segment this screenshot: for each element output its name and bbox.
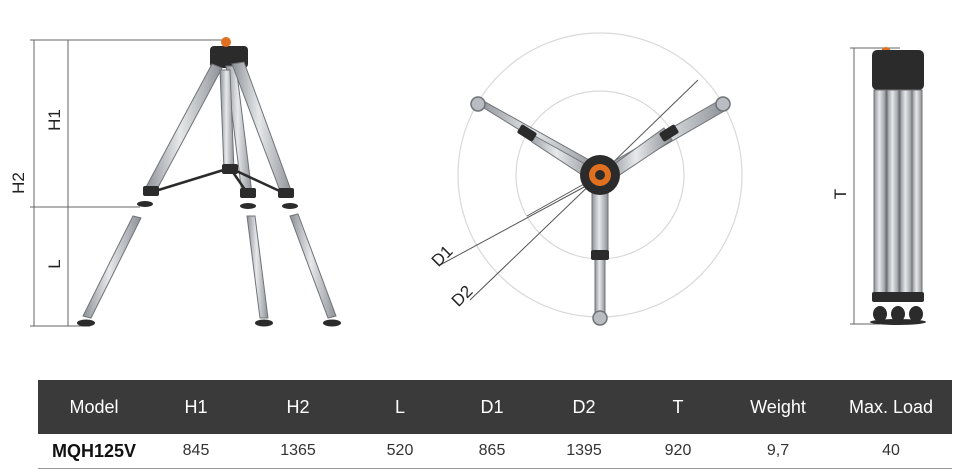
cell-h1: 845	[150, 434, 242, 469]
d2-label: D2	[448, 282, 477, 311]
top-view-tripod: D1 D2	[428, 32, 743, 326]
header-max-load: Max. Load	[830, 380, 952, 434]
folded-feet	[870, 306, 926, 325]
leg-spreader	[151, 166, 287, 196]
upper-legs	[144, 61, 293, 197]
diameter-leaders	[439, 79, 699, 301]
cell-model: MQH125V	[38, 434, 150, 469]
spec-table: Model H1 H2 L D1 D2 T Weight Max. Load M…	[38, 380, 952, 469]
cell-max-load: 40	[830, 434, 952, 469]
h1-label: H1	[45, 109, 64, 131]
l-label: L	[45, 259, 64, 268]
top-view-feet	[470, 96, 731, 326]
header-t: T	[630, 380, 726, 434]
header-d1: D1	[446, 380, 538, 434]
tripod-diagram: H2 H1 L	[9, 32, 926, 327]
cell-d1: 865	[446, 434, 538, 469]
cell-weight: 9,7	[726, 434, 830, 469]
table-row: MQH125V 845 1365 520 865 1395 920 9,7 40	[38, 434, 952, 469]
lower-legs	[82, 213, 337, 319]
cell-t: 920	[630, 434, 726, 469]
header-l: L	[354, 380, 446, 434]
top-view-clamps	[517, 124, 679, 260]
folded-head	[872, 50, 924, 90]
upper-leg-clamps	[137, 186, 298, 209]
header-d2: D2	[538, 380, 630, 434]
folded-legs	[873, 89, 923, 297]
t-dimension-line	[850, 47, 900, 325]
t-label: T	[831, 189, 850, 199]
header-h2: H2	[242, 380, 354, 434]
side-view-tripod: H2 H1 L	[9, 37, 341, 327]
cell-d2: 1395	[538, 434, 630, 469]
folded-tripod: T	[831, 47, 926, 325]
header-h1: H1	[150, 380, 242, 434]
spec-table-header-row: Model H1 H2 L D1 D2 T Weight Max. Load	[38, 380, 952, 434]
cell-l: 520	[354, 434, 446, 469]
side-dimension-lines	[30, 39, 222, 327]
lower-leg-feet	[77, 319, 341, 327]
cell-h2: 1365	[242, 434, 354, 469]
h2-label: H2	[9, 172, 28, 194]
header-model: Model	[38, 380, 150, 434]
head-knob	[221, 37, 231, 47]
top-view-legs	[476, 96, 727, 319]
header-weight: Weight	[726, 380, 830, 434]
d1-label: D1	[428, 242, 457, 271]
